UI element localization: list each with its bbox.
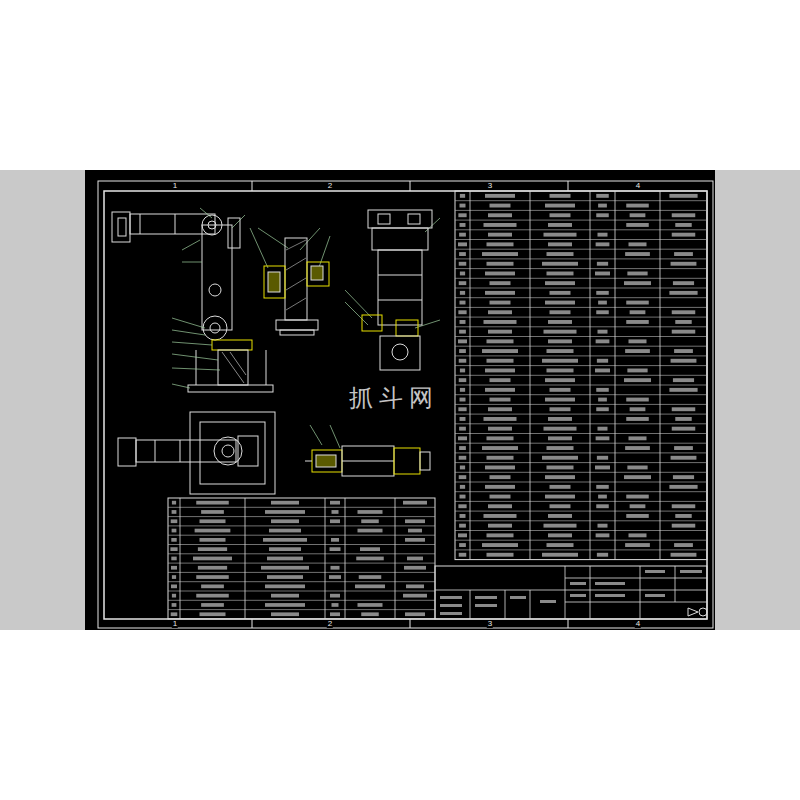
drawing-ground: [85, 170, 715, 630]
zone-number: 3: [487, 620, 493, 628]
robot-arm-front-view: [112, 212, 273, 392]
title-block: [435, 566, 707, 619]
zone-number: 3: [487, 182, 493, 190]
parts-tables: [168, 191, 707, 619]
arm-section-view: [305, 446, 430, 476]
zone-number: 1: [172, 182, 178, 190]
watermark: 抓斗网: [345, 385, 443, 411]
zone-number: 4: [635, 620, 641, 628]
parts-list-right: [455, 191, 707, 560]
side-band: [0, 170, 800, 630]
parts-list-left: [168, 498, 435, 619]
zone-number: 2: [327, 182, 333, 190]
outer-frame: [98, 181, 713, 628]
gripper-side-view: [362, 210, 432, 370]
joint-section-view: [264, 238, 329, 335]
zone-number: 4: [635, 182, 641, 190]
robot-arm-top-view: [118, 412, 275, 494]
zone-number: 1: [172, 620, 178, 628]
inner-frame: [104, 191, 707, 619]
zone-number: 2: [327, 620, 333, 628]
